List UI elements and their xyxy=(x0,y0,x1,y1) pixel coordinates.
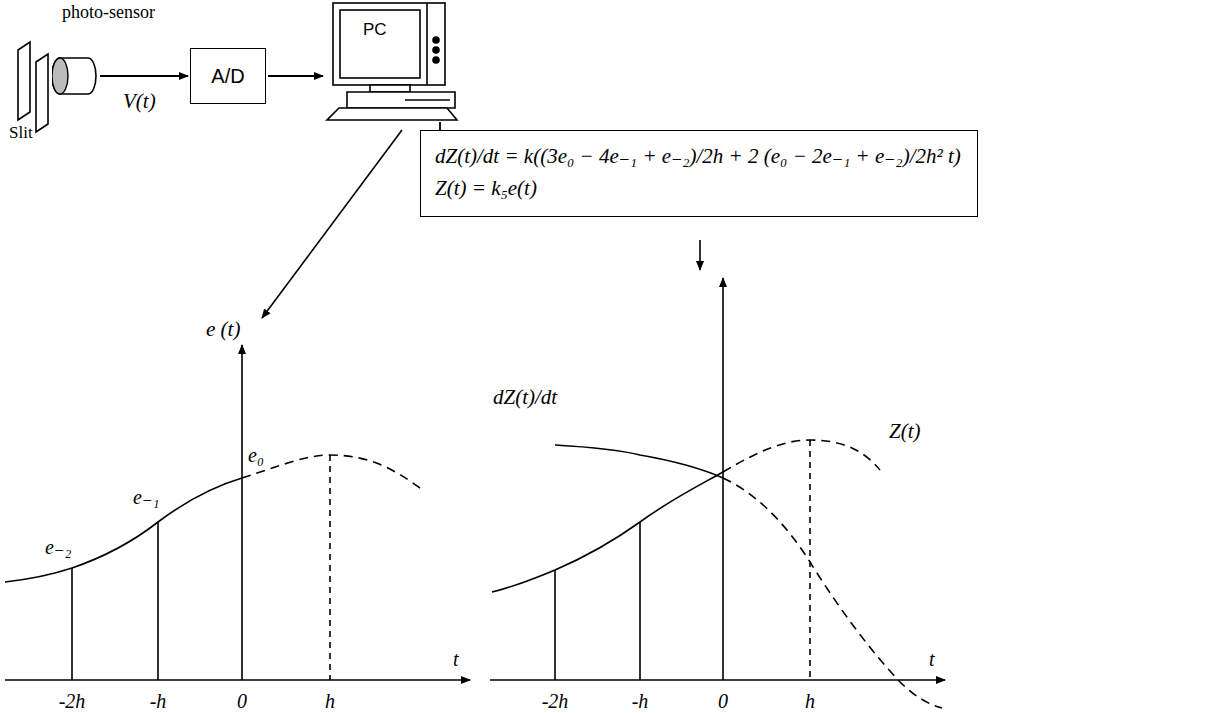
signal-label: V(t) xyxy=(122,90,157,113)
signal-curve xyxy=(5,478,242,582)
axis-label: t xyxy=(928,648,936,670)
computer-shape xyxy=(325,2,460,122)
pointer-arrow xyxy=(262,130,402,318)
tick-label: h xyxy=(324,690,336,712)
photo-sensor: photo-sensor xyxy=(52,52,98,100)
time-axis xyxy=(5,679,470,681)
sample-label: e₋₂ xyxy=(44,536,72,558)
tick-label: h xyxy=(804,690,816,712)
converter-box: A/D xyxy=(190,48,266,104)
sample-label: e₀ xyxy=(247,444,265,466)
tick-label: -2h xyxy=(541,690,570,712)
axis-label: e (t) xyxy=(205,318,241,341)
axis-label: dZ(t)/dt xyxy=(492,386,558,409)
sample-line xyxy=(639,522,641,680)
equation-text: dZ(t)/dt = k((3e₀ − 4e₋₁ + e₋₂)/2h + 2 (… xyxy=(435,141,963,173)
connector xyxy=(439,122,441,130)
derivative-predicted-curve xyxy=(723,478,942,708)
pointer-arrow xyxy=(699,240,701,270)
equation-text: Z(t) = k₅e(t) xyxy=(435,173,963,205)
sensor-shape xyxy=(52,52,98,100)
part-label: Slit xyxy=(8,124,34,143)
connector xyxy=(100,75,188,77)
sample-line xyxy=(329,455,331,680)
tick-label: -h xyxy=(631,690,650,712)
derivative-curve xyxy=(555,445,723,478)
box-label: PC xyxy=(363,20,387,40)
slit-plate xyxy=(36,54,48,132)
z-curve xyxy=(492,472,723,592)
sample-line xyxy=(157,522,159,680)
sample-line xyxy=(809,440,811,680)
tick-label: -2h xyxy=(58,690,87,712)
value-axis xyxy=(241,345,243,680)
connector xyxy=(268,75,323,77)
tick-label: 0 xyxy=(717,690,729,712)
tick-label: 0 xyxy=(236,690,248,712)
z-predicted-curve xyxy=(723,440,880,472)
box-label: A/D xyxy=(211,65,244,88)
sample-label: e₋₁ xyxy=(132,486,160,508)
axis-label: Z(t) xyxy=(888,420,922,443)
slit-plate xyxy=(18,42,30,120)
axis-label: t xyxy=(452,648,460,670)
computer-icon: PC xyxy=(325,2,460,122)
predicted-curve xyxy=(242,455,420,488)
part-label: photo-sensor xyxy=(62,2,155,23)
equation-box: dZ(t)/dt = k((3e₀ − 4e₋₁ + e₋₂)/2h + 2 (… xyxy=(420,130,978,217)
sample-line xyxy=(554,570,556,680)
tick-label: -h xyxy=(149,690,168,712)
time-axis xyxy=(490,679,945,681)
sample-line xyxy=(71,568,73,680)
